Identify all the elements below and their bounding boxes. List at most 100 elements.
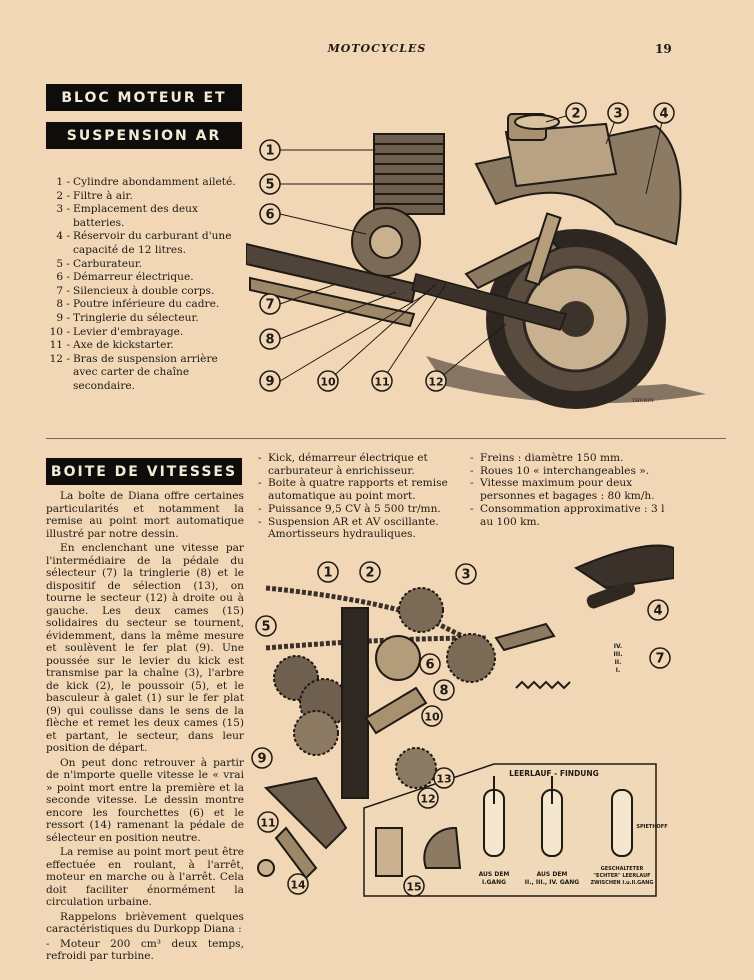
legend-number: 7 -: [56, 284, 70, 297]
callout-2: 2: [565, 102, 587, 124]
callout-11: 11: [371, 370, 393, 392]
spec-item: -Freins : diamètre 150 mm.: [470, 452, 674, 465]
spec-item: -Kick, démarreur électrique et carburate…: [258, 452, 462, 477]
inset-label: GESCHALTETER: [601, 866, 644, 872]
callout-number: 15: [406, 881, 421, 894]
legend-text: Emplacement des deux batteries.: [73, 203, 198, 229]
callout-number: 6: [265, 208, 274, 223]
inset-label: I.: [616, 667, 621, 674]
callout-number: 14: [290, 879, 306, 892]
legend-text: Poutre inférieure du cadre.: [73, 298, 220, 311]
callout-12: 12: [425, 370, 447, 392]
legend-text: Silencieux à double corps.: [73, 284, 215, 297]
legend-item: 12 -Bras de suspension arrière avec cart…: [44, 353, 244, 394]
legend-item: 8 -Poutre inférieure du cadre.: [44, 298, 244, 312]
legend-text: Filtre à air.: [73, 189, 133, 202]
callout-number: 3: [613, 107, 622, 122]
legend-number: 2 -: [56, 189, 70, 202]
spec-dash: -: [258, 502, 262, 515]
callout-4: 4: [653, 102, 675, 124]
legend-item: 6 -Démarreur électrique.: [44, 271, 244, 285]
legend-item: 4 -Réservoir du carburant d'une capacité…: [44, 230, 244, 257]
callout-number: 8: [265, 333, 274, 348]
spec-text: Consommation approximative : 3 l au 100 …: [480, 502, 665, 528]
legend-number: 9 -: [56, 311, 70, 324]
callout-number: 7: [265, 298, 274, 313]
spec-dash: -: [258, 515, 262, 528]
spec-item: -Vitesse maximum pour deux personnes et …: [470, 477, 674, 502]
gearbox-article-text: La boîte de Diana offre certaines partic…: [46, 490, 244, 965]
callout-10: 10: [421, 705, 443, 727]
legend-number: 1 -: [56, 176, 70, 188]
inset-label: I.GANG: [482, 879, 506, 886]
callout-5: 5: [255, 615, 277, 637]
inset-label: "ECHTER" LEERLAUF: [593, 873, 650, 879]
spec-text: Vitesse maximum pour deux personnes et b…: [480, 477, 655, 503]
inset-label: III.: [614, 651, 623, 658]
legend-text: Cylindre abondamment aileté.: [73, 176, 236, 188]
article-paragraph: La boîte de Diana offre certaines partic…: [46, 490, 244, 540]
callout-number: 11: [260, 817, 275, 830]
callout-9: 9: [251, 747, 273, 769]
callout-number: 13: [436, 773, 451, 786]
legend-text: Levier d'embrayage.: [73, 325, 184, 338]
callout-number: 3: [461, 568, 470, 583]
spec-text: Roues 10 « interchangeables ».: [480, 464, 650, 477]
legend-item: 11 -Axe de kickstarter.: [44, 339, 244, 353]
callout-number: 6: [425, 658, 434, 673]
callout-7: 7: [649, 647, 671, 669]
specs-column-1: -Kick, démarreur électrique et carburate…: [258, 452, 462, 541]
callout-number: 11: [374, 376, 389, 389]
inset-label: AUS DEM: [537, 871, 568, 878]
callout-number: 7: [655, 652, 664, 667]
sprockets: [375, 587, 496, 683]
article-paragraph: Rappelons brièvement quelques caractéris…: [46, 910, 244, 936]
legend-text: Réservoir du carburant d'une capacité de…: [73, 230, 232, 256]
page-number: 19: [655, 42, 672, 56]
legend-number: 4 -: [56, 230, 70, 243]
legend-item: 1 -Cylindre abondamment aileté.: [44, 176, 244, 190]
inset-label: LEERLAUF - FINDUNG: [509, 769, 599, 778]
legend-number: 3 -: [56, 203, 70, 216]
callout-11: 11: [257, 811, 279, 833]
callout-3: 3: [607, 102, 629, 124]
spec-dash: -: [258, 477, 262, 490]
legend-number: 6 -: [56, 271, 70, 284]
callout-9: 9: [259, 370, 281, 392]
callout-8: 8: [433, 679, 455, 701]
legend-text: Démarreur électrique.: [73, 271, 194, 284]
callout-12: 12: [417, 787, 439, 809]
spec-item: -Consommation approximative : 3 l au 100…: [470, 503, 674, 528]
callout-2: 2: [359, 561, 381, 583]
callout-number: 4: [653, 604, 662, 619]
callout-number: 5: [265, 178, 274, 193]
callout-number: 12: [428, 376, 443, 389]
callout-number: 1: [265, 144, 274, 159]
spec-item: -Roues 10 « interchangeables ».: [470, 465, 674, 478]
callout-7: 7: [259, 293, 281, 315]
legend-text: Tringlerie du sélecteur.: [73, 311, 199, 324]
spec-text: Puissance 9,5 CV à 5 500 tr/mn.: [268, 502, 441, 515]
callout-number: 8: [439, 684, 448, 699]
legend-item: 7 -Silencieux à double corps.: [44, 285, 244, 299]
spec-text: Kick, démarreur électrique et carburateu…: [268, 452, 428, 477]
callout-number: 1: [323, 566, 332, 581]
spec-item: -Suspension AR et AV oscillante. Amortis…: [258, 516, 462, 541]
spec-text: Suspension AR et AV oscillante. Amortiss…: [268, 515, 439, 541]
callout-8: 8: [259, 328, 281, 350]
callout-14: 14: [287, 873, 309, 895]
callout-5: 5: [259, 173, 281, 195]
specs-column-2: -Freins : diamètre 150 mm.-Roues 10 « in…: [470, 452, 674, 528]
callout-13: 13: [433, 767, 455, 789]
spec-dash: -: [470, 464, 474, 477]
spec-text: Freins : diamètre 150 mm.: [480, 452, 624, 464]
callout-number: 5: [261, 620, 270, 635]
section2-title: BOITE DE VITESSES: [46, 458, 242, 485]
inset-label: II.: [615, 659, 622, 666]
callout-15: 15: [403, 875, 425, 897]
legend-item: 3 -Emplacement des deux batteries.: [44, 203, 244, 230]
callout-number: 2: [571, 107, 580, 122]
article-paragraph: On peut donc retrouver à partir de n'imp…: [46, 756, 244, 844]
